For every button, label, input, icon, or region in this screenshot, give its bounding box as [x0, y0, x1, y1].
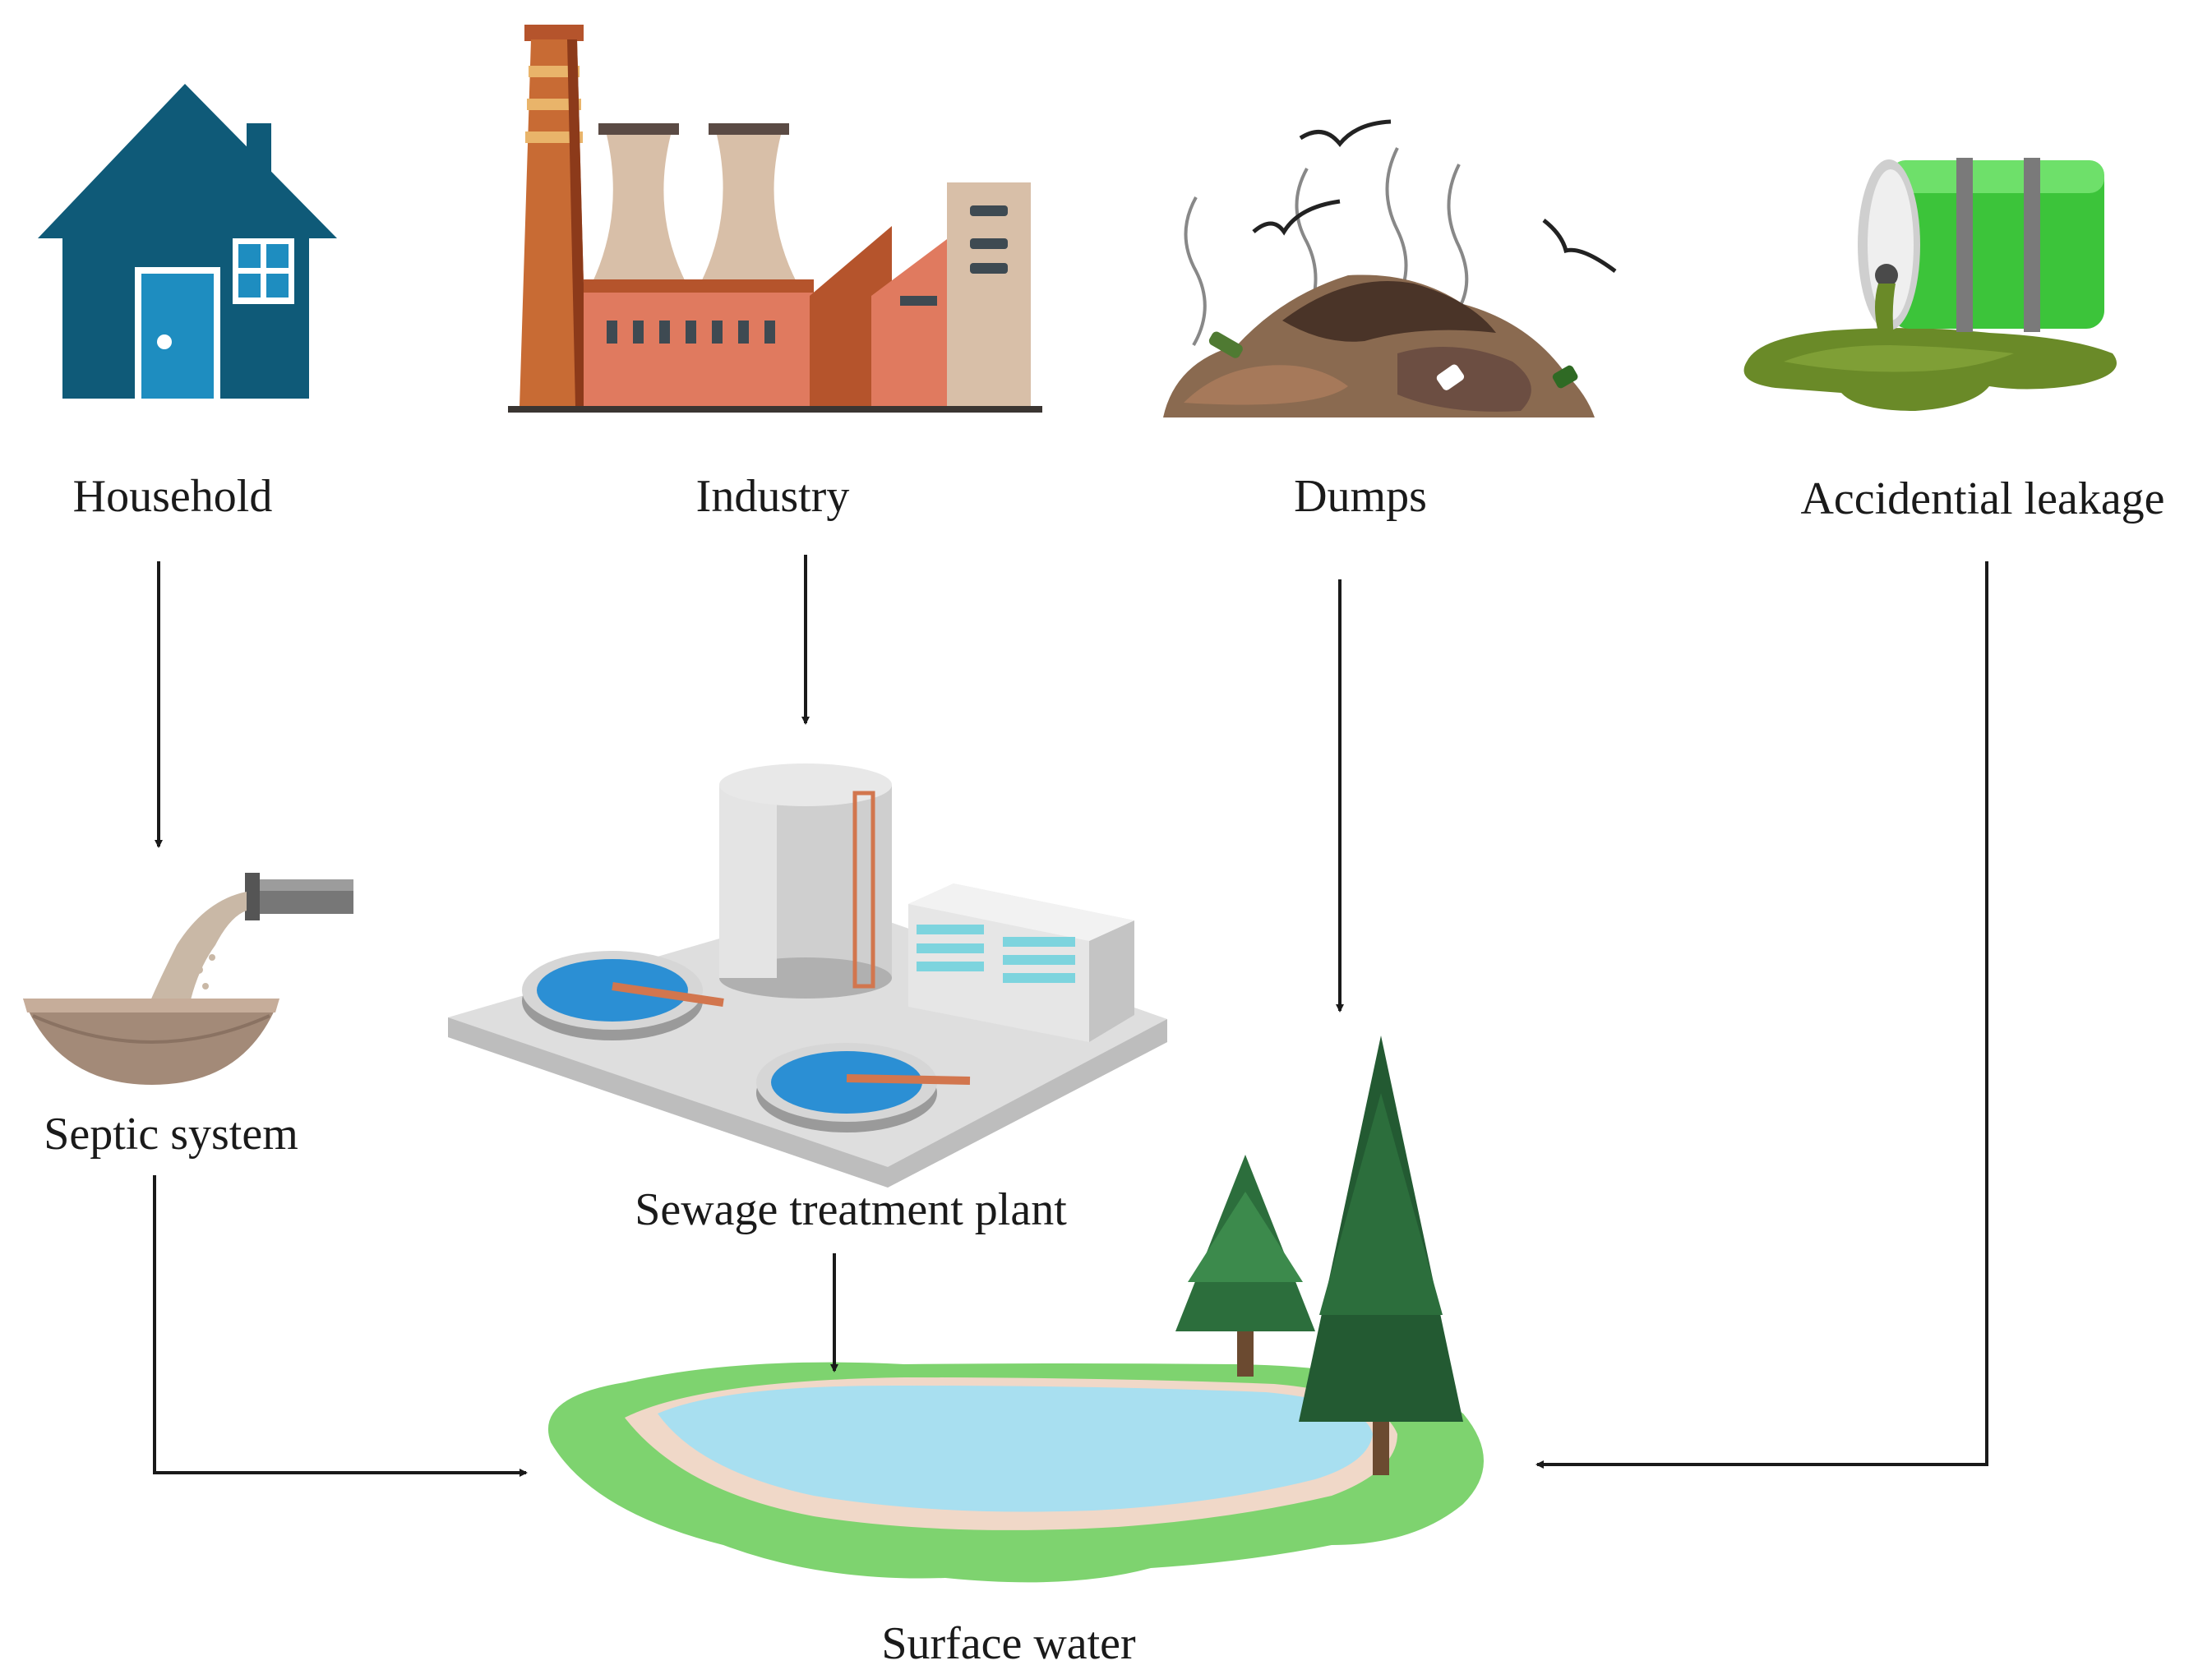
industry-label: Industry: [696, 471, 850, 522]
lake-with-trees-icon: [547, 1036, 1484, 1583]
leaking-barrel-icon: [1743, 158, 2117, 411]
leakage-label: Accidential leakage: [1800, 473, 2164, 524]
garbage-dump-icon: [1163, 119, 1617, 417]
sewage-label: Sewage treatment plant: [635, 1184, 1067, 1235]
house-icon: [38, 84, 337, 400]
household-label: Household: [73, 471, 273, 522]
treatment-plant-icon: [448, 763, 1167, 1188]
arrow-leakage-to-surface: [1535, 561, 1988, 1469]
surface-label: Surface water: [881, 1618, 1136, 1669]
septic-pipe-icon: [23, 873, 353, 1085]
factory-icon: [508, 25, 1042, 413]
dumps-label: Dumps: [1294, 471, 1427, 522]
septic-label: Septic system: [44, 1109, 298, 1160]
arrow-septic-to-surface: [153, 1175, 528, 1477]
